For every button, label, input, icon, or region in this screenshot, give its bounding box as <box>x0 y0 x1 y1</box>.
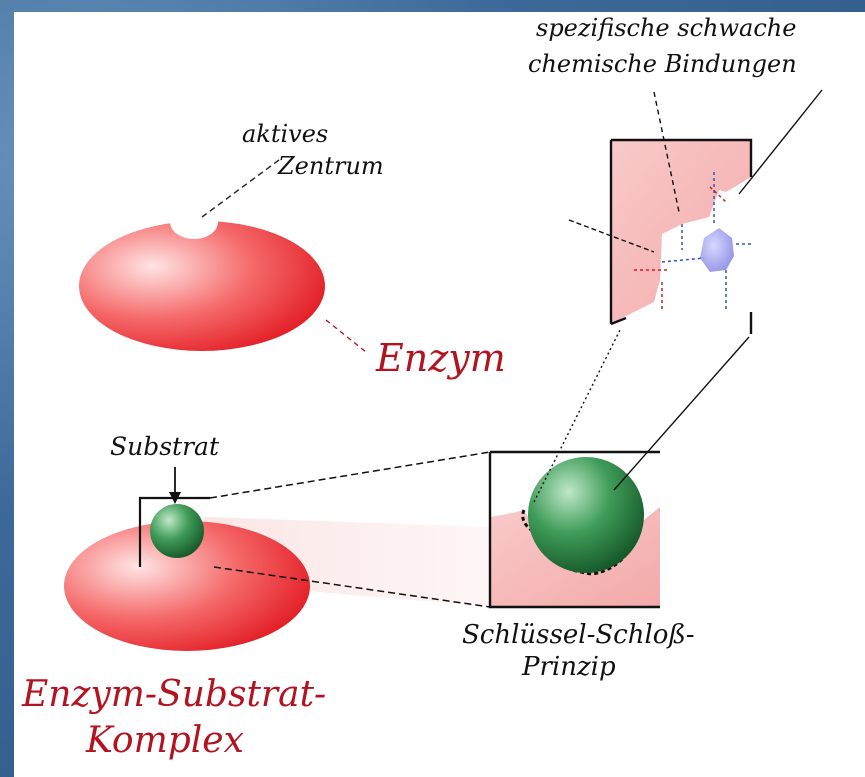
bonds-label-line1: spezifische schwache <box>536 14 796 42</box>
lock-key-label-line2: Prinzip <box>522 652 616 682</box>
bonds-projection-right <box>614 337 749 490</box>
diagram-svg <box>14 12 865 777</box>
bonds-label-line2: chemische Bindungen <box>528 50 797 78</box>
enzyme-label: Enzym <box>376 336 506 380</box>
substrate-label: Substrat <box>110 432 219 461</box>
diagram-canvas: aktives Zentrum Enzym Substrat Enzym-Sub… <box>14 12 865 777</box>
lock-key-label-line1: Schlüssel-Schloß- <box>462 620 695 650</box>
lock-key-zoom-box <box>490 452 660 607</box>
enzyme-shape <box>79 205 325 351</box>
bonds-zoom-box <box>611 140 751 334</box>
complex-label-line2: Komplex <box>86 720 244 761</box>
active-site-label-line1: aktives <box>242 120 328 148</box>
projection-line-top <box>210 452 490 498</box>
active-site-leader <box>202 160 279 217</box>
enzyme-leader <box>326 320 366 352</box>
complex-label-line1: Enzym-Substrat- <box>22 674 326 715</box>
active-site-label-line2: Zentrum <box>278 152 384 180</box>
